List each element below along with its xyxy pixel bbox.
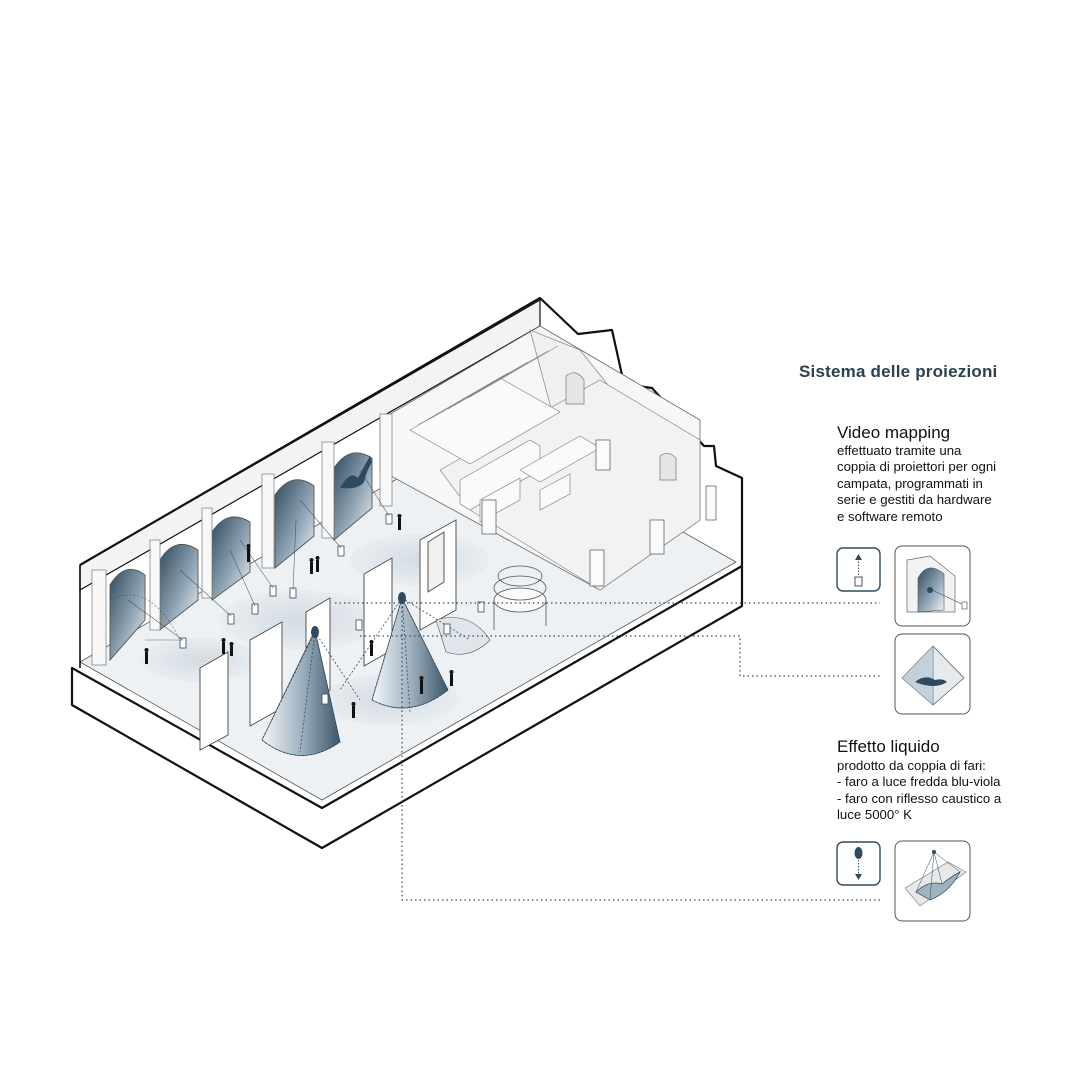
projection-rays [261, 597, 471, 756]
pyramid-projection-view-icon [894, 633, 971, 715]
arched-bays [91, 413, 393, 666]
effetto-liquido-title: Effetto liquido [837, 737, 940, 756]
people-silhouettes [144, 514, 454, 718]
description-line: effettuato tramite una [837, 443, 962, 458]
projector-rays [109, 469, 390, 641]
whale-icon [340, 456, 372, 489]
spiral-staircase [493, 565, 547, 630]
projector-pair-icon [836, 547, 881, 592]
description-line: e software remoto [837, 508, 943, 524]
projection-cones [261, 597, 491, 756]
description-line: coppia di proiettori per ogni [837, 459, 997, 475]
leader-lines [335, 598, 880, 901]
auditorium-pillars [481, 439, 717, 587]
video-mapping-title: Video mapping [837, 423, 951, 442]
description-line: campata, programmati in [837, 475, 983, 491]
projectors [179, 513, 485, 705]
auditorium-windows [565, 372, 677, 481]
description-line: prodotto da coppia di fari: [837, 758, 986, 773]
wall-mapping-view-icon [894, 545, 971, 627]
description-line: serie e gestiti da hardware [837, 492, 992, 508]
effetto-liquido-description: prodotto da coppia di fari: - faro a luc… [837, 758, 1037, 824]
description-line: - faro con riflesso caustico a [837, 790, 1002, 806]
caustic-spot-view-icon [894, 840, 971, 922]
legend-title: Sistema delle proiezioni [799, 362, 998, 381]
description-line: luce 5000° K [837, 807, 912, 823]
front-partitions [199, 519, 457, 751]
spotlight-pair-icon [836, 841, 881, 886]
description-line: - faro a luce fredda blu-viola [837, 774, 1001, 790]
video-mapping-description: effettuato tramite una coppia di proiett… [837, 443, 1037, 525]
